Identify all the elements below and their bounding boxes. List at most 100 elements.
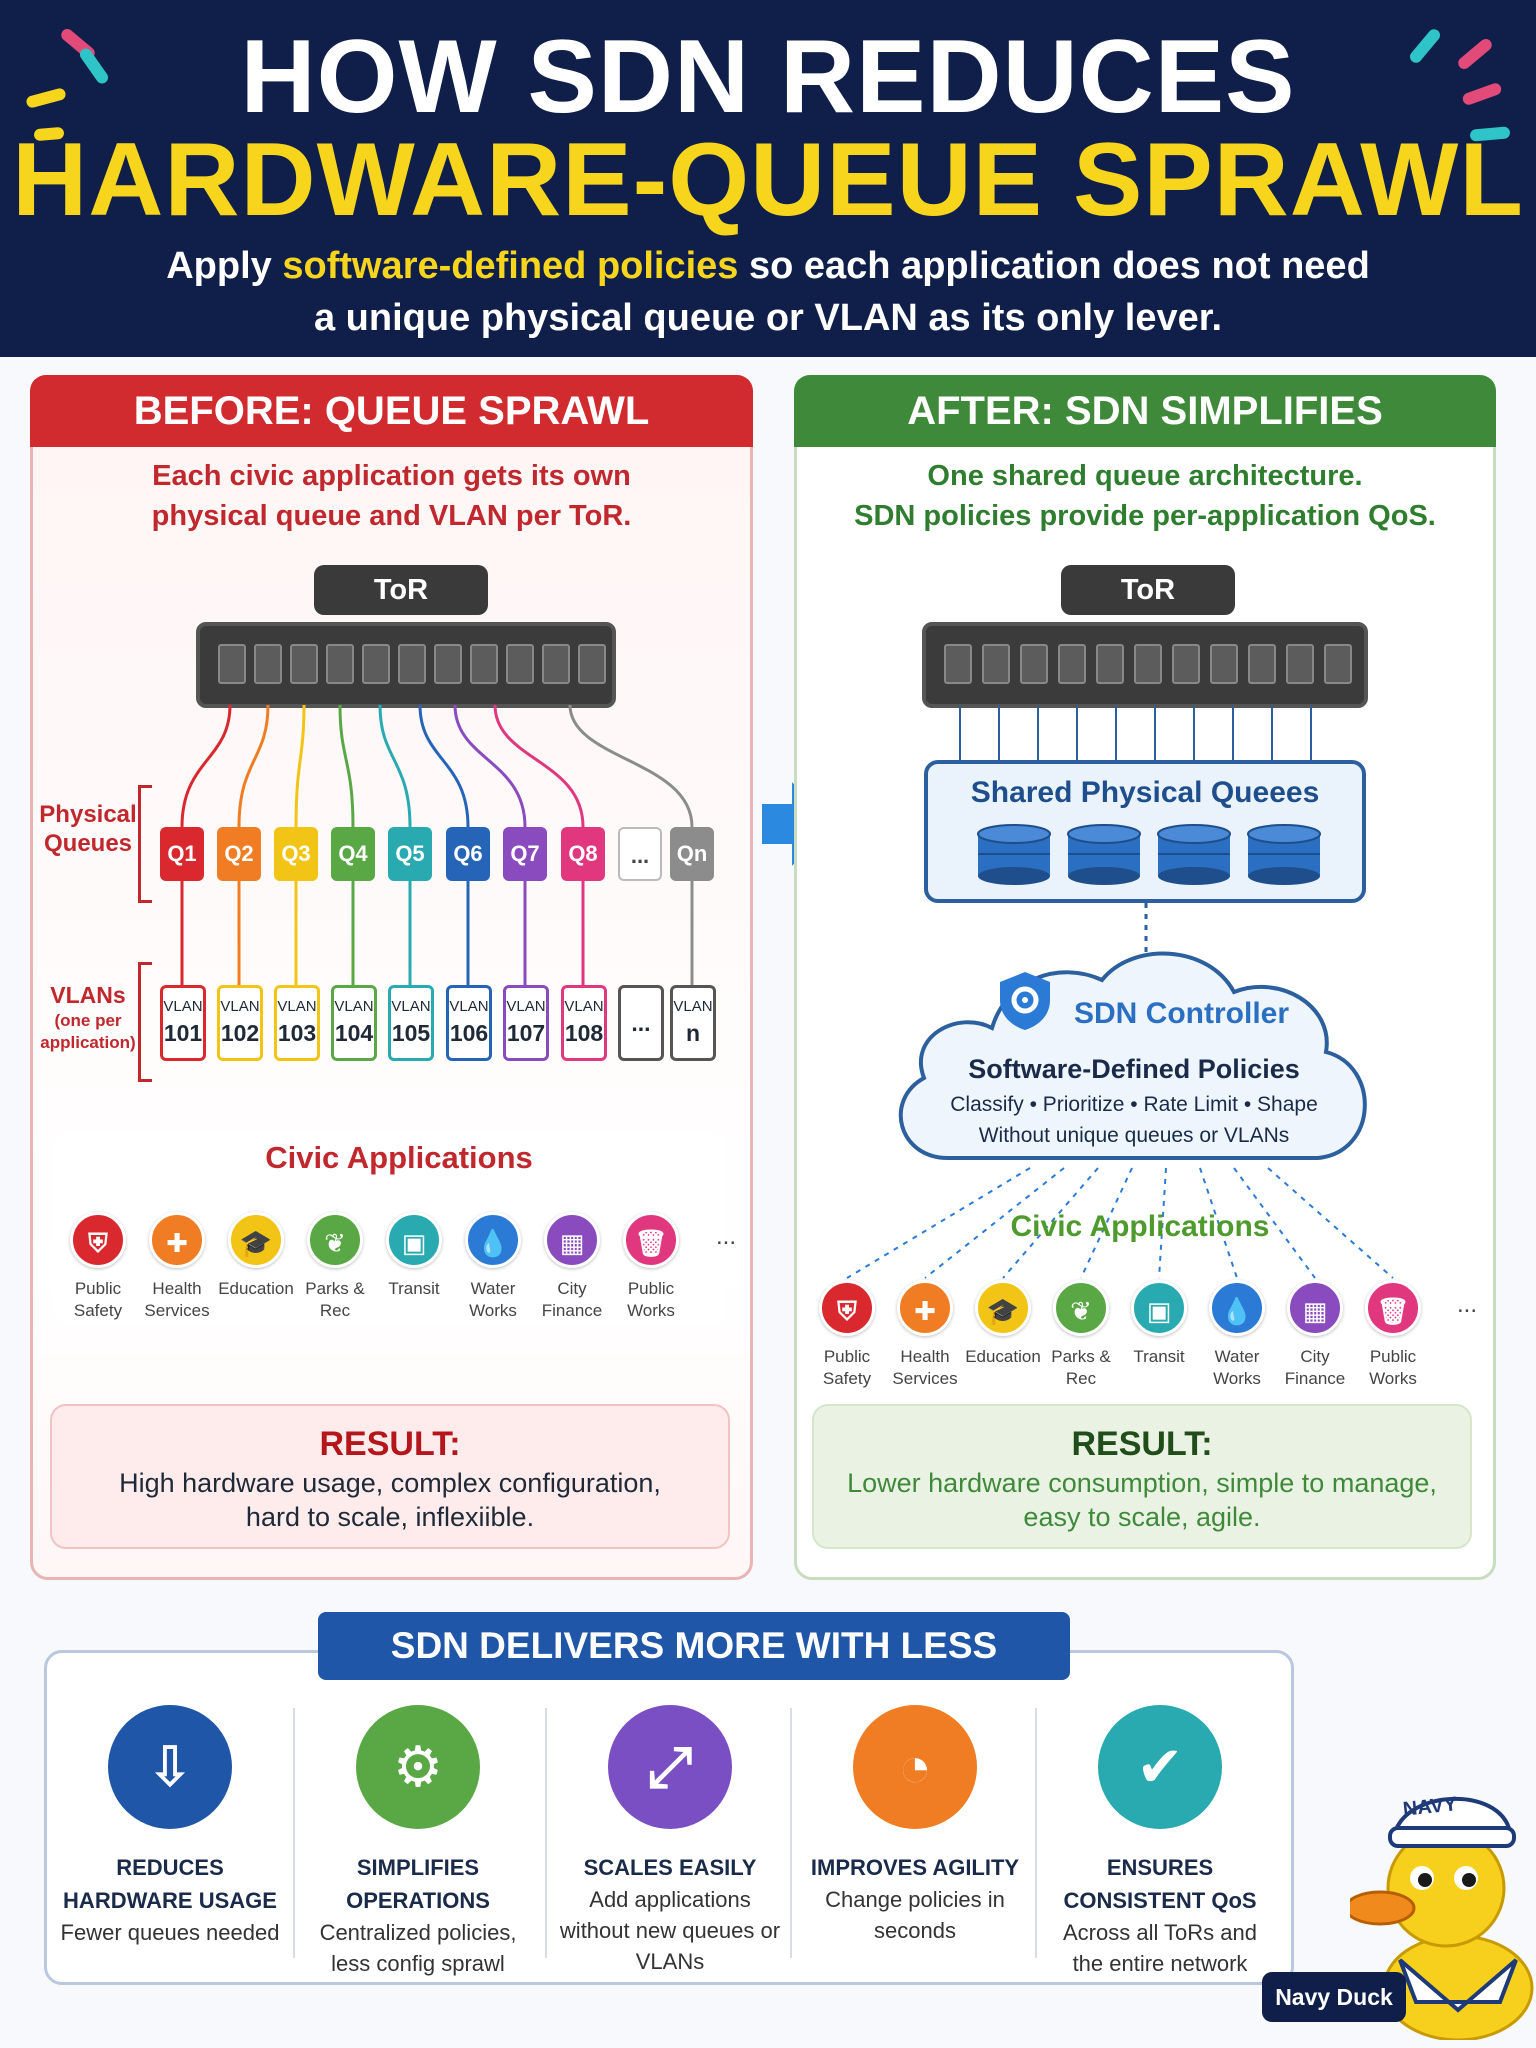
benefit-title: ENSURES CONSISTENT QoS — [1063, 1855, 1257, 1913]
before-result-title: RESULT: — [319, 1425, 461, 1463]
before-result-box: RESULT: High hardware usage, complex con… — [50, 1404, 730, 1549]
app-label-line-1: Water — [1214, 1347, 1260, 1366]
before-desc-line-2: physical queue and VLAN per ToR. — [151, 500, 632, 532]
subtitle: Apply software-defined policies so each … — [0, 240, 1536, 344]
policy-link-line — [1199, 1167, 1238, 1279]
trash-icon: 🗑 — [1365, 1280, 1421, 1336]
app-label-line-2: Services — [892, 1369, 958, 1388]
before-description: Each civic application gets its own phys… — [33, 456, 750, 536]
trash-icon: 🗑 — [623, 1212, 679, 1268]
before-result-line-2: hard to scale, inflexiible. — [245, 1502, 535, 1532]
switch-port — [1058, 644, 1086, 684]
benefit-description: Add applications without new queues or V… — [559, 1887, 781, 1974]
subtitle-line-2: a unique physical queue or VLAN as its o… — [313, 297, 1223, 339]
physical-queue: Q2 — [217, 827, 261, 881]
after-result-title: RESULT: — [1071, 1425, 1213, 1463]
switch-port — [1134, 644, 1162, 684]
download-chart-icon: ⇩ — [108, 1705, 232, 1829]
vlan-prefix: VLAN — [564, 998, 604, 1015]
physical-queue: Qn — [670, 827, 714, 881]
shield-check-icon: ✔ — [1098, 1705, 1222, 1829]
leaf-icon: ❦ — [1053, 1280, 1109, 1336]
app-label-line-2: Safety — [73, 1301, 123, 1320]
after-app-label: Education — [961, 1346, 1045, 1368]
app-label-line-1: Education — [218, 1279, 294, 1298]
queue-link-line — [493, 704, 585, 985]
queue-link-line — [338, 704, 355, 985]
shield-icon: ⛨ — [819, 1280, 875, 1336]
after-description: One shared queue architecture. SDN polic… — [797, 456, 1493, 536]
vlan-prefix: VLAN — [220, 998, 260, 1015]
switch-port — [290, 644, 318, 684]
app-label-line-1: Health — [152, 1279, 202, 1298]
app-label-line-1: Public — [823, 1347, 871, 1366]
policies-line-1: Classify • Prioritize • Rate Limit • Sha… — [950, 1093, 1318, 1116]
physical-queue: Q4 — [331, 827, 375, 881]
physical-queue: Q1 — [160, 827, 204, 881]
vlan-number: 107 — [506, 1020, 546, 1046]
bus-icon: ▣ — [386, 1212, 442, 1268]
policy-link-line — [1002, 1167, 1099, 1279]
benefit-description: Centralized policies, less config sprawl — [319, 1920, 517, 1976]
vlan-number: 106 — [449, 1020, 489, 1046]
queue-disk-icon — [1247, 824, 1321, 885]
before-panel: BEFORE: QUEUE SPRAWL Each civic applicat… — [30, 375, 753, 1580]
physical-queue: Q5 — [388, 827, 432, 881]
title-line-2: HARDWARE-QUEUE SPRAWL — [12, 122, 1524, 238]
before-apps-title: Civic Applications — [265, 1140, 533, 1175]
before-app-label: Parks &Rec — [293, 1278, 377, 1322]
switch-port — [326, 644, 354, 684]
switch-port — [944, 644, 972, 684]
app-label-line-2: Finance — [541, 1301, 603, 1320]
policy-link-line — [846, 1167, 1031, 1279]
tor-switch-before — [196, 622, 616, 708]
benefit-divider — [545, 1708, 547, 1958]
physical-queue: Q3 — [274, 827, 318, 881]
vlans-label: VLANs — [50, 982, 126, 1008]
vlan-number: 102 — [220, 1020, 260, 1046]
app-label-line-1: Public — [1369, 1347, 1417, 1366]
vlan-prefix: VLAN — [334, 998, 374, 1015]
app-label-line-2: Works — [469, 1301, 517, 1320]
queue-link-line — [237, 704, 270, 985]
app-label-line-1: Water — [470, 1279, 516, 1298]
physical-queues-bracket — [138, 785, 152, 903]
queue-link-line — [453, 704, 527, 985]
shield-icon: ⛨ — [70, 1212, 126, 1268]
subtitle-highlight: software-defined policies — [282, 245, 739, 287]
queue-link-line — [294, 704, 306, 985]
app-label-line-2: Services — [144, 1301, 210, 1320]
shield-gear-icon — [1000, 972, 1050, 1030]
switch-port — [542, 644, 570, 684]
before-apps-ellipsis: ... — [715, 1223, 736, 1250]
switch-port — [506, 644, 534, 684]
switch-port — [1248, 644, 1276, 684]
vlan-number: ... — [631, 1010, 651, 1036]
queue-link-line — [568, 704, 694, 985]
app-label-line-1: Public — [627, 1279, 675, 1298]
policy-link-line — [1080, 1167, 1133, 1279]
app-label-line-1: Public — [74, 1279, 122, 1298]
benefit-divider — [790, 1708, 792, 1958]
shared-queues-label: Shared Physical Queees — [970, 776, 1320, 809]
app-label-line-2: Works — [1369, 1369, 1417, 1388]
physical-queue: Q7 — [503, 827, 547, 881]
